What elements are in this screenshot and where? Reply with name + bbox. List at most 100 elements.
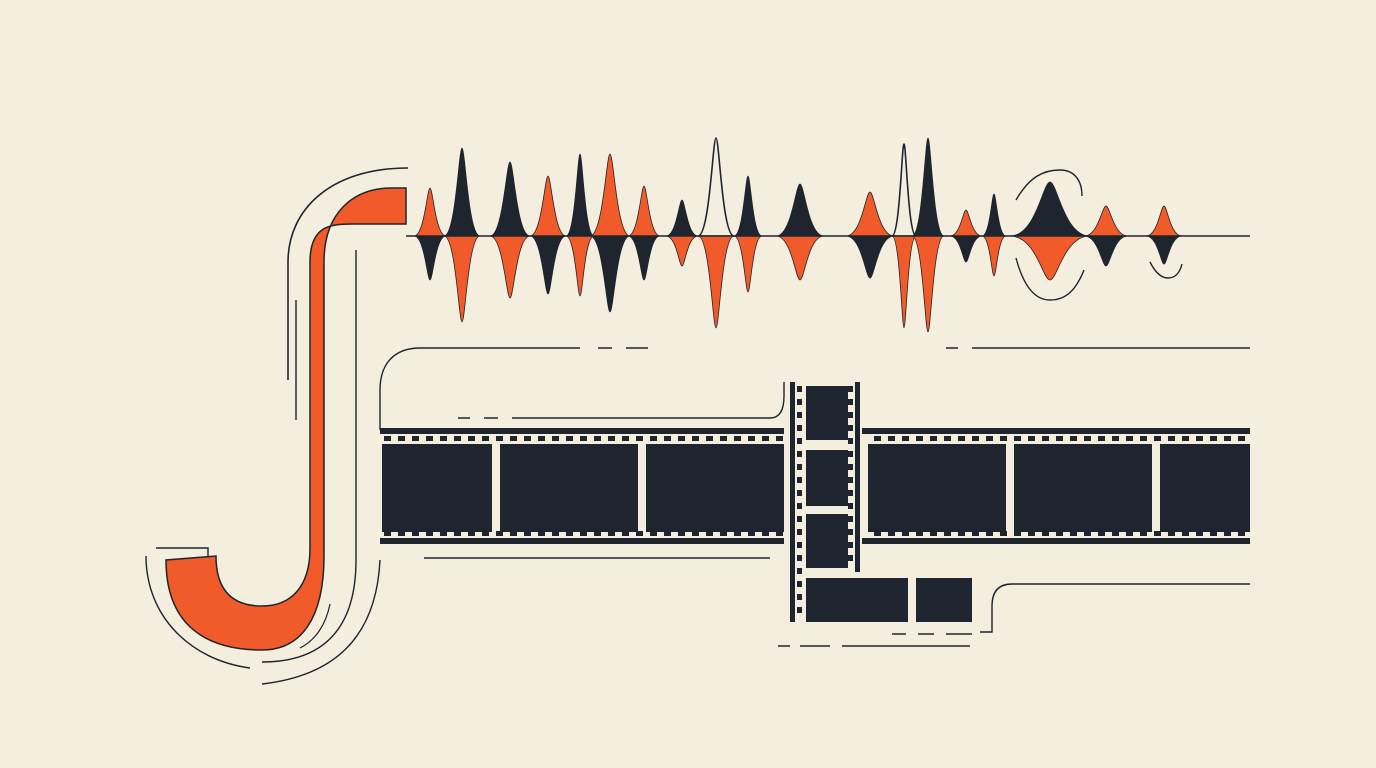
- wave-lobe-up: [413, 187, 447, 237]
- film-sprocket: [1070, 436, 1077, 441]
- film-frame: [646, 444, 784, 532]
- wave-lobe-up: [665, 199, 699, 237]
- film-sprocket: [538, 531, 545, 536]
- film-sprocket: [1112, 531, 1119, 536]
- film-v-sprocket: [848, 490, 853, 496]
- film-sprocket: [776, 531, 783, 536]
- wave-lobe-up: [981, 193, 1007, 237]
- connector-line-bottom: [980, 583, 1250, 633]
- wave-lobe-up: [911, 137, 945, 237]
- film-sprocket: [1042, 436, 1049, 441]
- wave-lobe-up: [845, 191, 895, 237]
- film-sprocket: [692, 531, 699, 536]
- film-sprocket: [944, 531, 951, 536]
- film-v-sprocket: [848, 399, 853, 405]
- film-v-sprocket: [797, 386, 802, 392]
- film-frame-bottom-2: [916, 578, 972, 622]
- film-sprocket: [734, 531, 741, 536]
- film-v-sprocket: [848, 438, 853, 444]
- film-sprocket: [1182, 436, 1189, 441]
- film-sprocket: [468, 436, 475, 441]
- film-sprocket: [482, 531, 489, 536]
- film-sprocket: [538, 436, 545, 441]
- film-sprocket: [972, 531, 979, 536]
- film-sprocket: [566, 436, 573, 441]
- film-v-sprocket: [797, 438, 802, 444]
- film-sprocket: [580, 436, 587, 441]
- film-sprocket: [468, 531, 475, 536]
- film-v-sprocket: [848, 477, 853, 483]
- film-sprocket: [972, 436, 979, 441]
- wave-lobe-up: [891, 143, 917, 237]
- film-v-sprocket: [797, 490, 802, 496]
- decorative-lines: [379, 347, 1250, 647]
- film-sprocket: [762, 436, 769, 441]
- hook-cap-line: [156, 547, 209, 556]
- film-sprocket: [426, 436, 433, 441]
- film-rail-bottom-right: [862, 538, 1250, 544]
- film-sprocket: [1238, 436, 1245, 441]
- wave-lobe-up: [1009, 181, 1091, 237]
- film-sprocket: [930, 531, 937, 536]
- film-sprocket: [748, 436, 755, 441]
- film-frame-bottom-1: [806, 578, 908, 622]
- film-sprocket: [916, 531, 923, 536]
- film-v-sprocket: [797, 425, 802, 431]
- film-v-frame: [806, 450, 848, 506]
- wave-lobe-up: [1083, 205, 1129, 237]
- film-sprocket: [1126, 436, 1133, 441]
- film-sprocket: [664, 436, 671, 441]
- film-sprocket: [594, 531, 601, 536]
- film-sprocket: [524, 531, 531, 536]
- wave-lobe-down: [1145, 235, 1183, 265]
- film-sprocket: [1000, 436, 1007, 441]
- film-sprocket: [1196, 531, 1203, 536]
- wave-lobe-up: [529, 175, 567, 237]
- wave-lobe-down: [697, 235, 735, 329]
- film-v-sprocket: [797, 477, 802, 483]
- wave-echo-arc-small: [1149, 261, 1183, 279]
- film-sprocket: [1238, 531, 1245, 536]
- film-sprocket: [958, 436, 965, 441]
- film-sprocket: [664, 531, 671, 536]
- film-sprocket: [552, 531, 559, 536]
- hook-echo-line: [261, 559, 381, 685]
- film-sprocket: [1210, 531, 1217, 536]
- film-sprocket: [902, 436, 909, 441]
- wave-lobe-down: [949, 235, 983, 263]
- film-v-frame: [806, 514, 848, 568]
- film-sprocket: [594, 436, 601, 441]
- film-sprocket: [986, 436, 993, 441]
- hook-accent-line: [299, 603, 331, 649]
- film-sprocket: [874, 531, 881, 536]
- film-sprocket: [776, 436, 783, 441]
- film-sprocket: [398, 436, 405, 441]
- wave-lobe-down: [891, 235, 917, 329]
- film-sprocket: [734, 436, 741, 441]
- orange-hook-pipe-icon: [145, 167, 409, 685]
- film-sprocket: [1112, 436, 1119, 441]
- hook-outer-line: [287, 167, 409, 380]
- wave-lobe-up: [589, 153, 631, 237]
- film-v-sprocket: [848, 555, 853, 561]
- wave-lobe-up: [775, 183, 825, 237]
- film-sprocket: [454, 531, 461, 536]
- film-sprocket: [958, 531, 965, 536]
- film-sprocket: [1056, 436, 1063, 441]
- film-v-rail-right: [855, 382, 860, 572]
- horizontal-film-strip-icon: [380, 428, 1250, 544]
- film-sprocket: [1140, 531, 1147, 536]
- film-sprocket: [944, 436, 951, 441]
- wave-lobe-up: [627, 185, 661, 237]
- film-v-sprocket: [848, 464, 853, 470]
- film-v-sprocket: [848, 386, 853, 392]
- film-sprocket: [692, 436, 699, 441]
- film-sprocket: [1084, 436, 1091, 441]
- film-sprocket: [1098, 531, 1105, 536]
- film-v-sprocket: [797, 581, 802, 587]
- film-sprocket: [1224, 531, 1231, 536]
- film-sprocket: [608, 436, 615, 441]
- hook-inner-line: [261, 250, 357, 663]
- hook-base-line: [145, 555, 251, 669]
